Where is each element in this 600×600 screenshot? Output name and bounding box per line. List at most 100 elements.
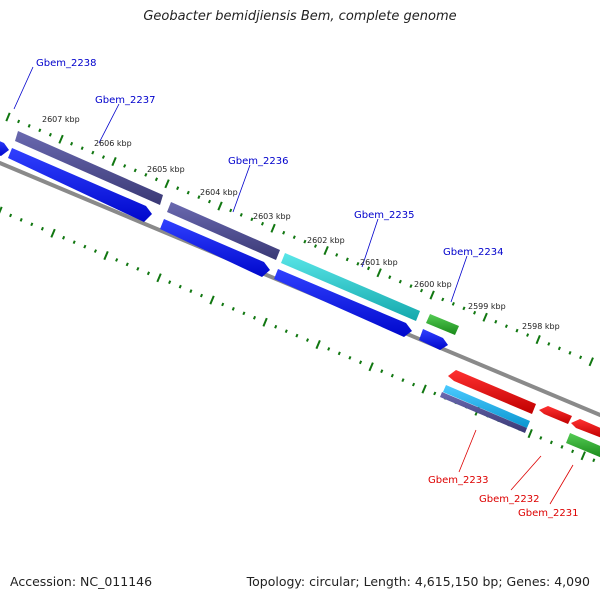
gene-labels: Gbem_2238 Gbem_2237 Gbem_2236 Gbem_2235 … <box>36 58 578 519</box>
ruler-minor-tick <box>526 333 530 337</box>
ruler-major-tick <box>580 451 586 461</box>
ruler-major-tick <box>421 384 427 394</box>
ruler-major-tick <box>111 157 117 167</box>
ruler-minor-tick <box>17 119 21 124</box>
gene-label-gbem-2232[interactable]: Gbem_2232 <box>479 494 539 505</box>
ruler-minor-tick <box>284 329 288 333</box>
ruler-major-tick <box>482 312 488 322</box>
kbp-label: 2598 kbp <box>522 322 560 331</box>
gene-label-gbem-2238[interactable]: Gbem_2238 <box>36 58 96 69</box>
ruler-major-tick <box>209 295 215 305</box>
ruler-minor-tick <box>433 391 437 396</box>
ruler-minor-tick <box>337 351 341 356</box>
kbp-label: 2602 kbp <box>307 236 345 245</box>
ruler-minor-tick <box>292 235 296 239</box>
gene-arrow-green-fwd[interactable] <box>426 314 459 335</box>
gene-label-gbem-2234[interactable]: Gbem_2234 <box>443 247 503 258</box>
ruler-major-tick <box>5 112 11 122</box>
gene-arrow-blue-1[interactable] <box>8 148 152 222</box>
ruler-minor-tick <box>221 302 225 307</box>
gene-arrow-blue-3[interactable] <box>274 269 412 337</box>
ruler-minor-tick <box>197 195 201 199</box>
gene-label-gbem-2237[interactable]: Gbem_2237 <box>95 95 155 106</box>
ruler-minor-tick <box>401 378 405 382</box>
gene-arrow-lightblue[interactable] <box>443 385 530 428</box>
ruler-minor-tick <box>123 164 127 168</box>
ruler-minor-tick <box>93 249 98 253</box>
kbp-label: 2600 kbp <box>414 280 452 289</box>
gene-arrow-red-2[interactable] <box>539 406 572 424</box>
ruler-minor-tick <box>125 262 129 267</box>
ruler-major-tick <box>103 251 109 261</box>
ruler-minor-tick <box>356 262 360 266</box>
ruler-major-tick <box>376 268 382 278</box>
ruler-minor-tick <box>409 284 413 288</box>
ruler-major-tick <box>535 335 541 345</box>
gene-label-gbem-2233[interactable]: Gbem_2233 <box>428 475 488 486</box>
ruler-major-tick <box>164 179 170 189</box>
ruler-minor-tick <box>295 333 299 338</box>
kbp-label: 2599 kbp <box>468 302 506 311</box>
ruler-minor-tick <box>252 315 257 320</box>
ruler-minor-tick <box>250 217 254 222</box>
ruler-minor-tick <box>348 356 352 360</box>
ruler-minor-tick <box>189 289 193 293</box>
ruler-major-tick <box>323 246 329 256</box>
ruler-minor-tick <box>260 221 265 226</box>
gene-label-gbem-2235[interactable]: Gbem_2235 <box>354 210 414 221</box>
reverse-genes <box>440 370 600 458</box>
ruler-minor-tick <box>70 141 74 146</box>
ruler-minor-tick <box>327 347 331 351</box>
ruler-minor-tick <box>154 177 159 182</box>
ruler-minor-tick <box>592 458 596 463</box>
gene-arrow-slate-1[interactable] <box>15 131 163 205</box>
ruler-minor-tick <box>305 338 310 342</box>
ruler-minor-tick <box>48 132 52 137</box>
ruler-minor-tick <box>168 280 172 285</box>
gene-label-gbem-2231[interactable]: Gbem_2231 <box>518 508 578 519</box>
accession-text: Accession: NC_011146 <box>10 574 153 589</box>
gene-arrow-blue-4[interactable] <box>419 329 448 350</box>
ruler-minor-tick <box>557 346 561 351</box>
genome-title: Geobacter bemidjiensis Bem, complete gen… <box>143 9 457 24</box>
ruler-minor-tick <box>388 275 392 280</box>
ruler-minor-tick <box>335 253 339 257</box>
ruler-minor-tick <box>27 124 31 128</box>
gene-label-gbem-2236[interactable]: Gbem_2236 <box>228 156 288 167</box>
ruler-minor-tick <box>178 284 182 289</box>
ruler-minor-tick <box>239 213 243 217</box>
gene-arrow-cyan[interactable] <box>281 253 420 321</box>
ruler-minor-tick <box>473 310 477 315</box>
ruler-minor-tick <box>549 440 553 445</box>
ruler-minor-tick <box>80 146 84 150</box>
ruler-major-tick <box>315 340 321 350</box>
kbp-label: 2607 kbp <box>42 115 80 124</box>
gene-arrow-green-rev[interactable] <box>566 433 600 458</box>
gene-arrow-red-3[interactable] <box>571 419 600 438</box>
ruler-minor-tick <box>451 302 455 306</box>
ruler-minor-tick <box>136 266 140 271</box>
ruler-major-tick <box>0 206 3 214</box>
ruler-minor-tick <box>144 172 148 177</box>
gene-arrow-red-1[interactable] <box>448 370 536 414</box>
label-leaders <box>13 66 574 505</box>
ruler-minor-tick <box>547 342 551 346</box>
gene-arrow-slate-rev[interactable] <box>440 392 527 433</box>
kbp-label: 2603 kbp <box>253 212 291 221</box>
ruler-minor-tick <box>133 168 137 173</box>
ruler-minor-tick <box>494 319 498 324</box>
ruler-minor-tick <box>390 373 394 378</box>
ruler-major-tick <box>270 223 276 233</box>
ruler-minor-tick <box>83 244 87 249</box>
ruler-major-tick <box>262 317 268 327</box>
gene-arrow-blue-0[interactable] <box>0 139 9 156</box>
gene-arrow-blue-2[interactable] <box>160 219 270 277</box>
gene-arrow-slate-2[interactable] <box>167 202 280 260</box>
ruler-minor-tick <box>539 436 543 440</box>
ruler-minor-tick <box>30 222 34 227</box>
ruler-minor-tick <box>579 355 583 360</box>
forward-genes <box>0 131 459 350</box>
ruler-minor-tick <box>40 226 44 231</box>
ruler-major-tick <box>217 201 223 211</box>
